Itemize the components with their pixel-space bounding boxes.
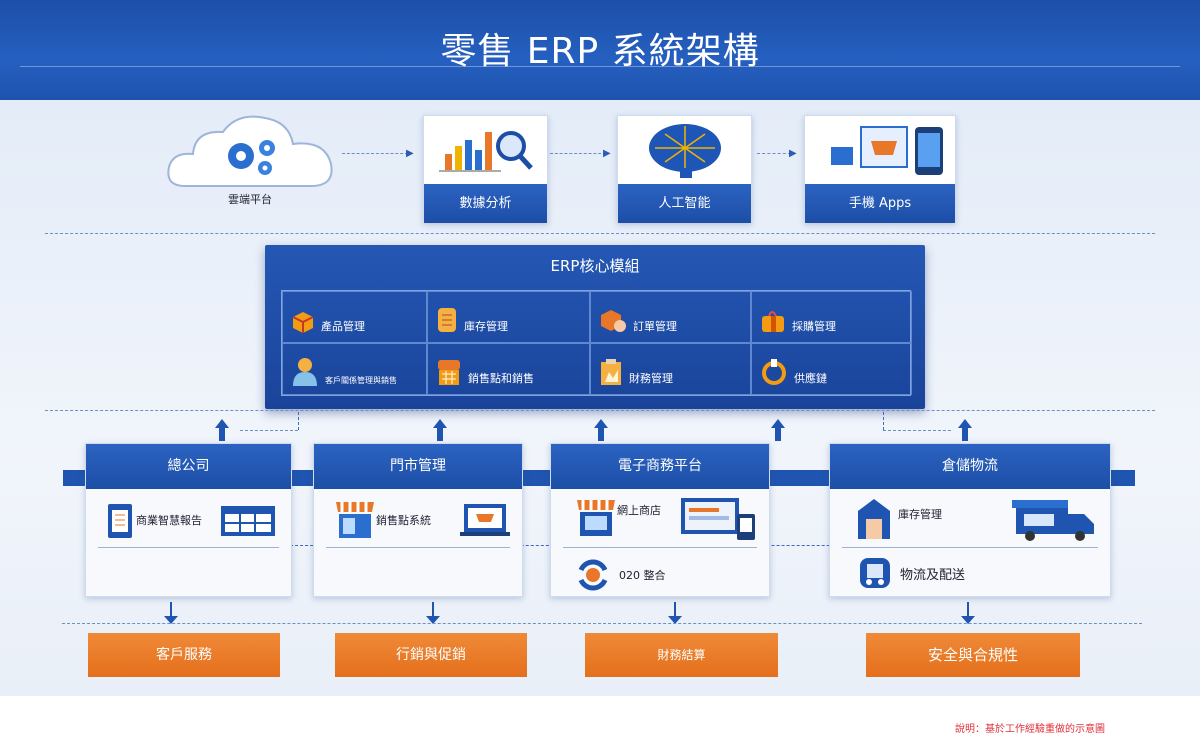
module-product[interactable]: 產品管理: [282, 291, 427, 343]
module-inventory[interactable]: 庫存管理: [427, 291, 590, 343]
arrow-up-icon: [958, 419, 972, 441]
box-icon: [292, 312, 314, 333]
package-hand-icon: [601, 310, 626, 332]
data-analytics-label: 數據分析: [424, 184, 547, 223]
module-supply-chain[interactable]: 供應鏈: [751, 343, 912, 395]
page-title: 零售 ERP 系統架構: [440, 31, 760, 72]
division-title: 總公司: [86, 444, 291, 489]
cloud-icon: [165, 112, 337, 190]
footnote: 說明：基於工作經驗重做的示意圖: [955, 724, 1105, 735]
division-title: 門市管理: [314, 444, 522, 489]
division-warehouse: 倉儲物流 庫存管理 物流及配送: [829, 443, 1111, 597]
service-security-compliance: 安全與合規性: [866, 633, 1080, 677]
erp-title: ERP核心模組: [550, 257, 640, 275]
service-marketing: 行銷與促銷: [335, 633, 527, 677]
brain-icon: [618, 116, 751, 184]
mobile-shopping-icon: [805, 116, 955, 184]
data-analytics-card: 數據分析: [423, 115, 548, 223]
division-ecommerce: 電子商務平台 網上商店 020 整合: [550, 443, 770, 597]
dashboard-grid-icon: [221, 506, 275, 536]
storefront-icon: [336, 502, 374, 538]
arrow-down-icon: [961, 602, 975, 624]
ai-card: 人工智能: [617, 115, 752, 223]
arrow-up-icon: [215, 419, 229, 441]
module-purchasing[interactable]: 採購管理: [751, 291, 912, 343]
division-title: 電子商務平台: [551, 444, 769, 489]
service-finance-settlement: 財務結算: [585, 633, 778, 677]
user-icon: [293, 358, 317, 386]
chart-magnifier-icon: [424, 116, 547, 184]
laptop-cart-icon: [460, 504, 510, 536]
divider: [45, 233, 1155, 234]
service-customer-service: 客戶服務: [88, 633, 280, 677]
server-icon: [438, 308, 456, 332]
arrow-down-icon: [426, 602, 440, 624]
pos-terminal-icon: [438, 360, 460, 385]
delivery-truck-icon: [1012, 500, 1094, 541]
arrow-down-icon: [668, 602, 682, 624]
cloud-platform-label: 雲端平台: [228, 193, 272, 206]
module-crm[interactable]: 客戶關係管理與銷售: [282, 343, 427, 395]
module-finance[interactable]: 財務管理: [590, 343, 751, 395]
mobile-apps-label: 手機 Apps: [805, 184, 955, 223]
warehouse-icon: [858, 499, 890, 539]
gift-box-icon: [762, 311, 784, 332]
ai-label: 人工智能: [618, 184, 751, 223]
module-orders[interactable]: 訂單管理: [590, 291, 751, 343]
logistics-icon: [860, 558, 890, 588]
division-hq: 總公司 商業智慧報告: [85, 443, 292, 597]
module-pos-sales[interactable]: 銷售點和銷售: [427, 343, 590, 395]
division-title: 倉儲物流: [830, 444, 1110, 489]
laptop-phone-icon: [681, 498, 755, 540]
cycle-icon: [762, 359, 786, 385]
erp-core-modules: ERP核心模組 產品管理 庫存管理 訂單管理 採購管理 客戶關係管理與銷售 銷售…: [265, 245, 925, 409]
o2o-integration-icon: [578, 559, 608, 591]
arrow-down-icon: [164, 602, 178, 624]
mobile-apps-card: 手機 Apps: [804, 115, 956, 223]
arrow-up-icon: [594, 419, 608, 441]
online-store-icon: [577, 500, 615, 536]
arrow-up-icon: [771, 419, 785, 441]
clipboard-icon: [601, 359, 621, 385]
header-banner: 零售 ERP 系統架構: [0, 0, 1200, 100]
arrow-up-icon: [433, 419, 447, 441]
division-store: 門市管理 銷售點系統: [313, 443, 523, 597]
report-icon: [108, 504, 132, 538]
